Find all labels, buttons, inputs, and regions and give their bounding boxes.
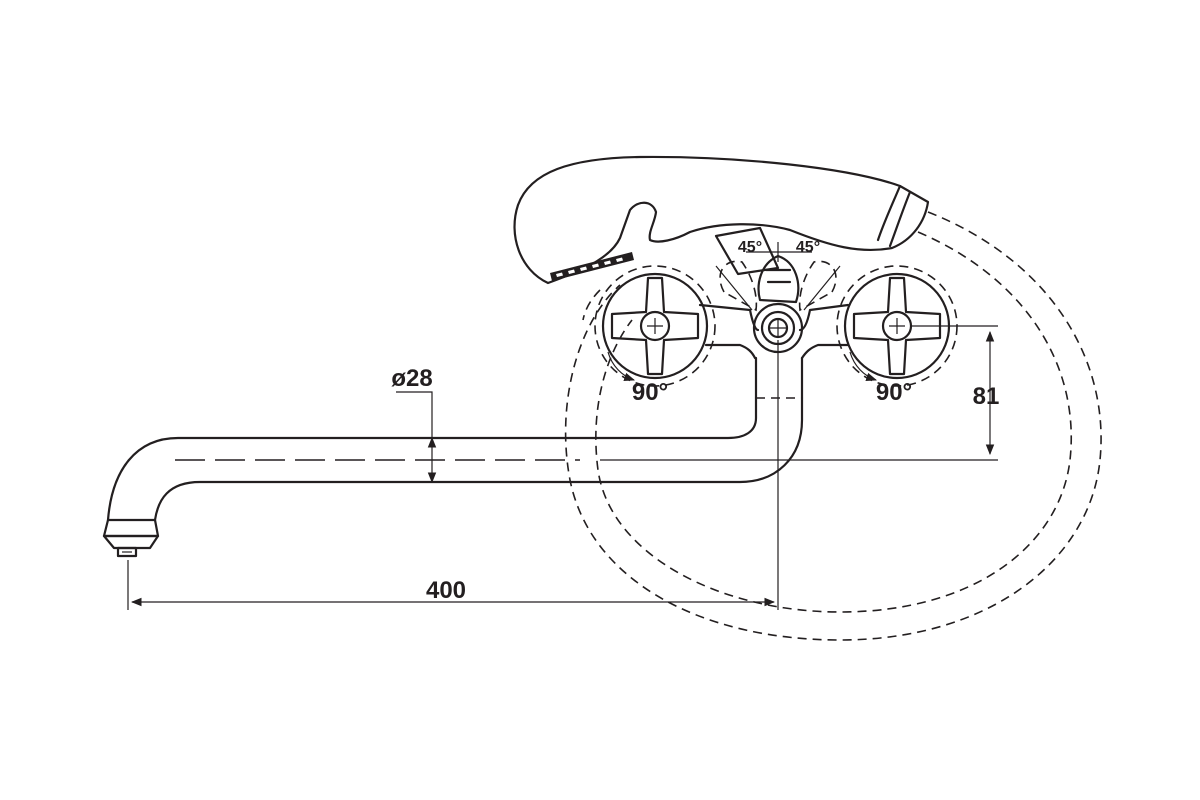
dimension-labels: 400 ø28 81 90° 90° 45° 45° (391, 239, 999, 604)
hand-shower-head (513, 155, 930, 285)
spout-length-label: 400 (426, 577, 466, 604)
left-cross-handle (594, 265, 716, 387)
left-rotation-label: 90° (632, 379, 668, 406)
shower-holder (714, 226, 780, 276)
diverter-left-angle-label: 45° (738, 239, 762, 256)
dimension-lines (127, 325, 998, 610)
spout (102, 396, 804, 558)
right-rotation-label: 90° (876, 379, 912, 406)
mixer-body (698, 242, 850, 400)
pipe-diameter-label: ø28 (391, 365, 432, 392)
shower-hose (564, 211, 1102, 641)
diverter-right-angle-label: 45° (796, 239, 820, 256)
height-offset-label: 81 (973, 383, 1000, 410)
